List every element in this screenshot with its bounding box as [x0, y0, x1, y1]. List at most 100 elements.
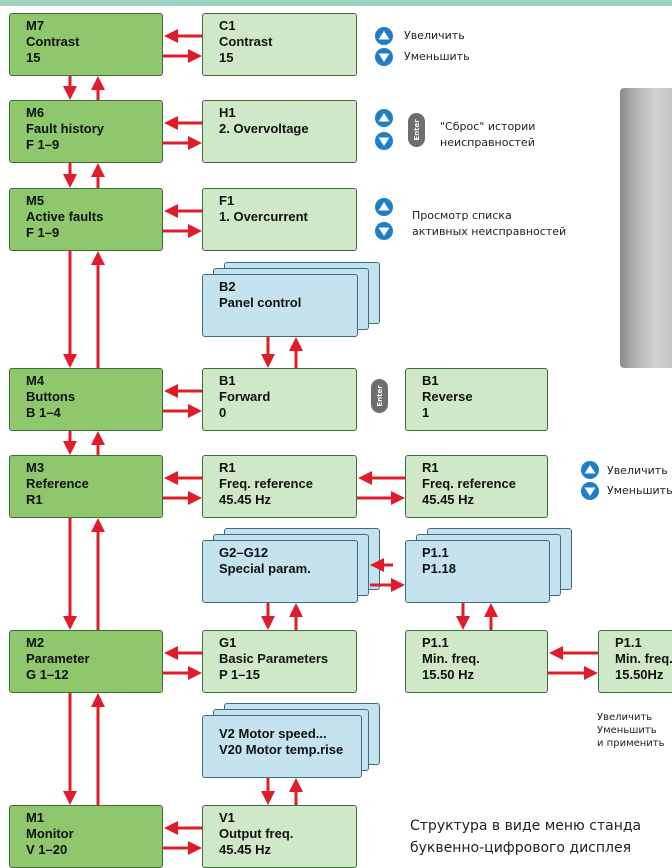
screen-code: C1	[219, 18, 236, 33]
screen-g2-g12-special-param[interactable]: G2–G12 Special param.	[202, 540, 358, 603]
screen-name: Freq. reference	[219, 476, 313, 491]
screen-p1-1-p1-18[interactable]: P1.1 P1.18	[405, 540, 550, 603]
menu-value: F 1–9	[26, 137, 60, 152]
screen-code: G2–G12	[219, 545, 269, 560]
menu-code: M4	[26, 373, 45, 388]
screen-value: 15.50 Hz	[422, 667, 475, 682]
screen-g1-basic-parameters[interactable]: G1 Basic Parameters P 1–15	[202, 630, 357, 693]
screen-code: P1.1	[422, 635, 449, 650]
menu-name: Contrast	[26, 34, 80, 49]
screen-value: 1	[422, 405, 430, 420]
screen-v2-stack[interactable]: V2 Motor speed... V20 Motor temp.rise	[202, 703, 382, 783]
screen-code: R1	[422, 460, 439, 475]
menu-code: M1	[26, 810, 45, 825]
screen-value: 0	[219, 405, 227, 420]
screen-name: Panel control	[219, 295, 302, 310]
screen-value: 15.50Hz	[615, 667, 664, 682]
screen-p1-stack[interactable]: P1.1 P1.18	[405, 528, 575, 608]
screen-code: V1	[219, 810, 235, 825]
menu-code: M3	[26, 460, 45, 475]
menu-value: V 1–20	[26, 842, 68, 857]
menu-code: M6	[26, 105, 45, 120]
enter-button-icon[interactable]: Enter	[408, 113, 425, 147]
screen-b2-panel-control[interactable]: B2 Panel control	[202, 274, 358, 337]
screen-name: 1. Overcurrent	[219, 209, 308, 224]
screen-value: P 1–15	[219, 667, 260, 682]
menu-name: Monitor	[26, 826, 74, 841]
screen-code: B2	[219, 279, 236, 294]
menu-value: F 1–9	[26, 225, 60, 240]
menu-name: Active faults	[26, 209, 104, 224]
screen-f1-active-fault[interactable]: F1 1. Overcurrent	[202, 188, 357, 251]
screen-g2-stack[interactable]: G2–G12 Special param.	[202, 528, 382, 608]
screen-name: 2. Overvoltage	[219, 121, 309, 136]
screen-name: Forward	[219, 389, 271, 404]
screen-name: Min. freq.	[615, 651, 672, 666]
device-photo	[620, 88, 672, 368]
screen-r1-freq-reference[interactable]: R1 Freq. reference 45.45 Hz	[202, 455, 357, 518]
menu-code: M5	[26, 193, 45, 208]
screen-name: Min. freq.	[422, 651, 480, 666]
note-increase-ref: Увеличить	[607, 464, 668, 477]
screen-v1-output-freq[interactable]: V1 Output freq. 45.45 Hz	[202, 805, 357, 868]
note-increase-param: Увеличить	[597, 712, 653, 723]
screen-code: H1	[219, 105, 236, 120]
menu-name: Parameter	[26, 651, 90, 666]
screen-r1-freq-reference-edit[interactable]: R1 Freq. reference 45.45 Hz	[405, 455, 548, 518]
menu-m6-fault-history[interactable]: M6 Fault history F 1–9	[9, 100, 163, 163]
caption-line2: буквенно-цифрового дисплея	[410, 840, 632, 856]
menu-value: 15	[26, 50, 41, 65]
menu-m2-parameter[interactable]: M2 Parameter G 1–12	[9, 630, 163, 693]
menu-code: M2	[26, 635, 45, 650]
screen-b2-stack[interactable]: B2 Panel control	[202, 262, 382, 342]
menu-m7-contrast[interactable]: M7 Contrast 15	[9, 13, 163, 76]
enter-label: Enter	[412, 119, 421, 141]
screen-code: B1	[219, 373, 236, 388]
screen-line: V20 Motor temp.rise	[219, 742, 344, 757]
note-decrease-ref: Уменьшить	[607, 484, 672, 497]
menu-m3-reference[interactable]: M3 Reference R1	[9, 455, 163, 518]
enter-button-icon[interactable]: Enter	[371, 379, 388, 413]
note-increase: Увеличить	[404, 29, 465, 42]
screen-name: Freq. reference	[422, 476, 516, 491]
menu-m4-buttons[interactable]: M4 Buttons B 1–4	[9, 368, 163, 431]
screen-code: P1.1	[422, 545, 449, 560]
menu-value: G 1–12	[26, 667, 69, 682]
screen-name: Special param.	[219, 561, 311, 576]
screen-line: V2 Motor speed...	[219, 726, 327, 741]
screen-code: P1.1	[615, 635, 642, 650]
screen-b1-reverse[interactable]: B1 Reverse 1	[405, 368, 548, 431]
note-reset-line1: "Сброс" истории	[440, 120, 536, 133]
note-view-line1: Просмотр списка	[412, 209, 512, 222]
caption-line1: Структура в виде меню станда	[410, 818, 642, 834]
screen-name: Contrast	[219, 34, 273, 49]
screen-p1-1-min-freq[interactable]: P1.1 Min. freq. 15.50 Hz	[405, 630, 548, 693]
screen-code: F1	[219, 193, 235, 208]
screen-value: 45.45 Hz	[219, 492, 272, 507]
note-apply-param: и применить	[597, 738, 665, 749]
menu-name: Buttons	[26, 389, 76, 404]
top-accent-bar	[0, 0, 672, 6]
enter-label: Enter	[375, 385, 384, 407]
screen-b1-forward[interactable]: B1 Forward 0	[202, 368, 357, 431]
screen-p1-1-min-freq-edit[interactable]: P1.1 Min. freq. 15.50Hz	[598, 630, 672, 693]
menu-value: R1	[26, 492, 43, 507]
menu-m5-active-faults[interactable]: M5 Active faults F 1–9	[9, 188, 163, 251]
screen-code: R1	[219, 460, 236, 475]
screen-code: G1	[219, 635, 237, 650]
menu-name: Reference	[26, 476, 89, 491]
screen-name: Output freq.	[219, 826, 294, 841]
screen-value: 45.45 Hz	[219, 842, 272, 857]
menu-code: M7	[26, 18, 45, 33]
menu-value: B 1–4	[26, 405, 61, 420]
note-view-line2: активных неисправностей	[412, 225, 567, 238]
note-decrease: Уменьшить	[404, 50, 470, 63]
screen-v2-v20-monitor-values[interactable]: V2 Motor speed... V20 Motor temp.rise	[202, 715, 362, 778]
screen-name: P1.18	[422, 561, 456, 576]
screen-name: Reverse	[422, 389, 473, 404]
screen-h1-fault-history[interactable]: H1 2. Overvoltage	[202, 100, 357, 163]
screen-name: Basic Parameters	[219, 651, 329, 666]
screen-c1-contrast[interactable]: C1 Contrast 15	[202, 13, 357, 76]
note-decrease-param: Уменьшить	[597, 725, 657, 736]
